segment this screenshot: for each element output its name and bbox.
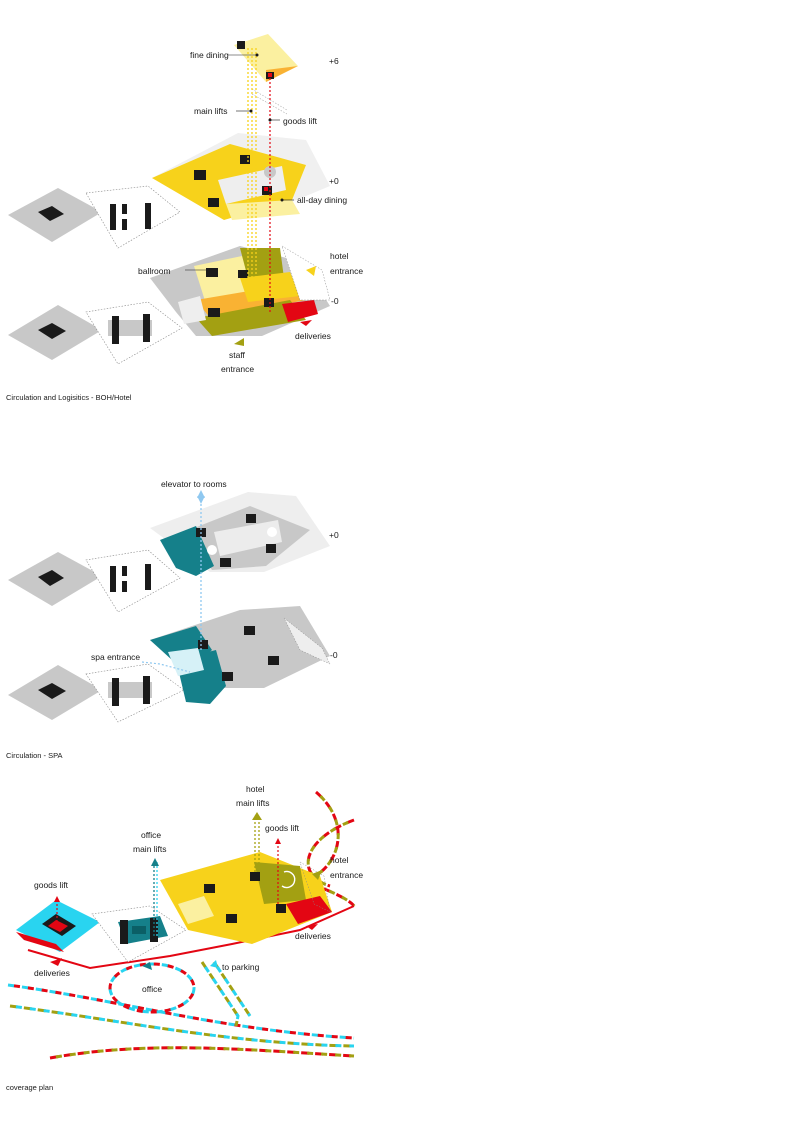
spa-level-minus0	[150, 606, 331, 704]
office-entrance-arrow-icon	[142, 962, 152, 970]
label-deliveries-right: deliveries	[295, 931, 331, 941]
label-all-day-dining: all-day dining	[297, 195, 347, 205]
elevator-arrow-icon	[197, 490, 205, 498]
level-plus6	[234, 34, 298, 115]
spa-level-plus0	[150, 492, 330, 576]
office-building	[91, 905, 187, 963]
label-to-parking: to parking	[222, 962, 260, 972]
vertical-circulation	[247, 48, 271, 312]
deliveries-right-arrow-icon	[306, 924, 318, 930]
label-office-loop: office	[142, 984, 162, 994]
caption-boh-hotel: Circulation and Logisitics - BOH/Hotel	[6, 393, 132, 402]
label-office-main-lifts: main lifts	[133, 844, 167, 854]
spa-level-label-plus0: +0	[329, 530, 339, 540]
level-plus0	[152, 133, 330, 220]
office-goods-site	[16, 900, 100, 952]
caption-spa: Circulation - SPA	[6, 751, 63, 760]
label-hotel: hotel	[330, 251, 349, 261]
label-goods-lift: goods lift	[283, 116, 318, 126]
to-parking-arrow-icon	[210, 960, 218, 968]
site-plan-upper	[8, 185, 181, 249]
office-lift-arrow-icon	[151, 858, 159, 866]
label-deliveries: deliveries	[295, 331, 331, 341]
goods-lift-arrow-icon	[275, 838, 281, 844]
level-label-plus0: +0	[329, 176, 339, 186]
diagram-spa: elevator to rooms spa entrance +0 -0 Cir…	[6, 479, 339, 760]
label-deliveries-left: deliveries	[34, 968, 70, 978]
label-hotel-entrance-2: entrance	[330, 870, 363, 880]
level-label-plus6: +6	[329, 56, 339, 66]
spa-level-label-minus0: -0	[330, 650, 338, 660]
diagram-boh-hotel: fine dining main lifts goods lift all-da…	[6, 34, 363, 402]
label-spa-entrance: spa entrance	[91, 652, 140, 662]
level-label-minus0: -0	[331, 296, 339, 306]
label-staff: staff	[229, 350, 246, 360]
label-ballroom: ballroom	[138, 266, 171, 276]
label-elevator-to-rooms: elevator to rooms	[161, 479, 227, 489]
spa-site-plan-lower	[8, 663, 185, 723]
site-plan-lower	[8, 301, 183, 365]
label-office: office	[141, 830, 161, 840]
deliveries-arrow-icon	[300, 320, 312, 326]
caption-coverage-plan: coverage plan	[6, 1083, 53, 1092]
hotel-lift-arrow-icon	[252, 812, 262, 820]
level-minus0	[150, 245, 331, 336]
roads	[7, 790, 356, 1060]
spa-site-plan-upper	[8, 549, 181, 613]
label-hotel-main-lifts: main lifts	[236, 798, 270, 808]
label-hotel-entrance: entrance	[330, 266, 363, 276]
label-goods-lift-left: goods lift	[34, 880, 69, 890]
hotel-building	[160, 852, 332, 944]
label-hotel-goods-lift: goods lift	[265, 823, 300, 833]
diagram-coverage-plan: hotel main lifts goods lift office main …	[6, 784, 363, 1092]
hotel-entrance-arrow2-icon	[312, 870, 322, 880]
staff-entrance-arrow-icon	[234, 338, 244, 346]
deliveries-left-arrow-icon	[50, 958, 62, 966]
label-staff-entrance: entrance	[221, 364, 254, 374]
label-hotel-top: hotel	[246, 784, 265, 794]
label-fine-dining: fine dining	[190, 50, 229, 60]
label-hotel-entrance-1: hotel	[330, 855, 349, 865]
hotel-entrance-arrow-icon	[306, 266, 316, 276]
label-main-lifts: main lifts	[194, 106, 228, 116]
